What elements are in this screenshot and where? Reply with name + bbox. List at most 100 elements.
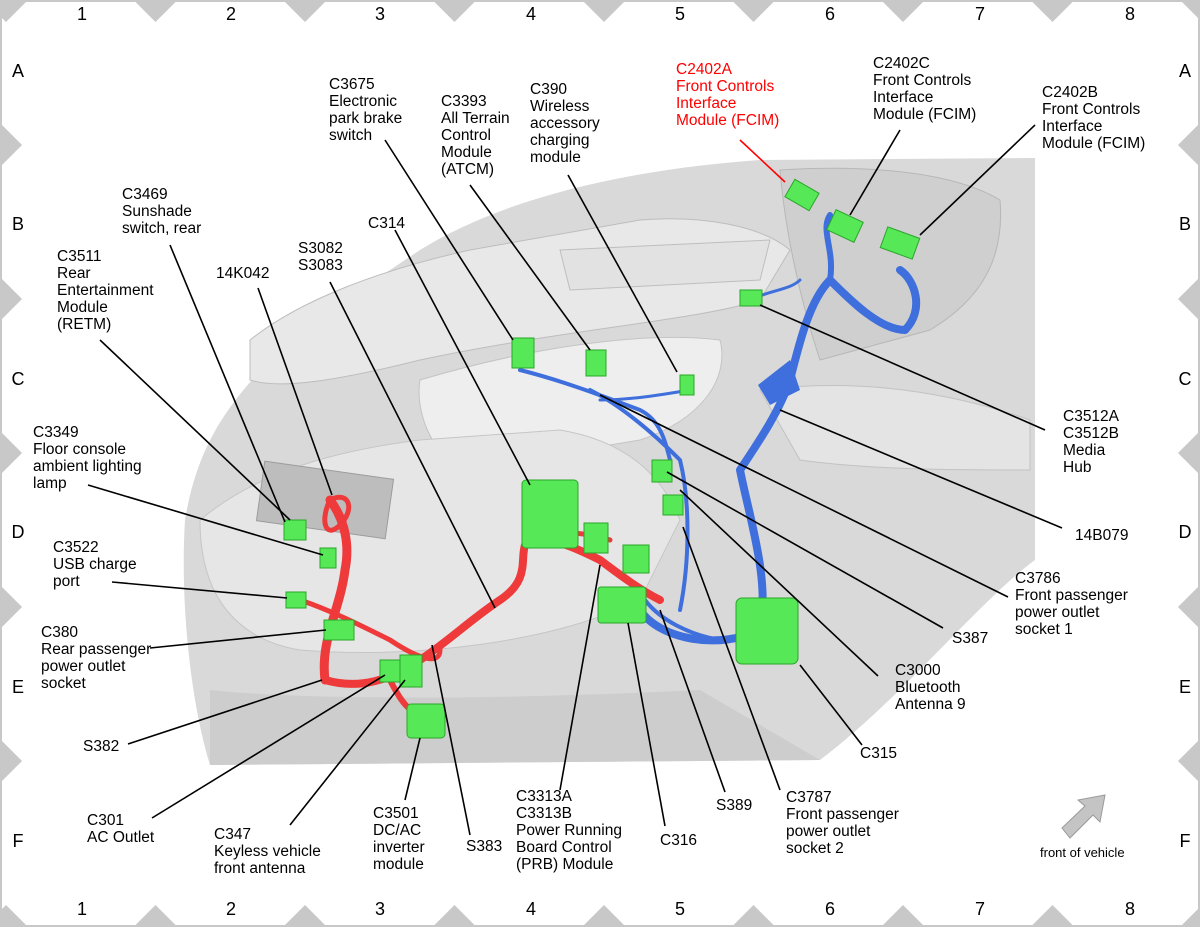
grid-col-top-5: 5 [674, 4, 685, 24]
frame-marker-bottom [731, 905, 776, 927]
label-c2402a: C2402A Front Controls Interface Module (… [676, 61, 780, 129]
label-s383: S383 [466, 838, 503, 855]
frame-marker-top [1030, 0, 1075, 22]
label-c380: C380 Rear passenger power outlet socket [41, 624, 152, 692]
connector-c2402b [879, 226, 921, 260]
label-c3675: C3675 Electronic park brake switch [329, 76, 403, 144]
label-c314: C314 [368, 215, 406, 232]
grid-col-bottom-6: 6 [824, 899, 835, 919]
connector-c3000 [735, 597, 799, 665]
grid-col-top-6: 6 [824, 4, 835, 24]
connector-c3313b [622, 544, 650, 574]
frame-marker-bottom [0, 905, 28, 927]
label-c301: C301 AC Outlet [87, 812, 155, 846]
label-c2402c: C2402C Front Controls Interface Module (… [873, 55, 977, 123]
label-c316: C316 [660, 832, 698, 849]
frame-marker-top [731, 0, 776, 22]
grid-row-right-c: C [1178, 369, 1192, 389]
connector-c390 [679, 374, 695, 396]
label-c3349: C3349 Floor console ambient lighting lam… [33, 424, 142, 492]
frame-marker-bottom [432, 905, 477, 927]
connector-c3313a [583, 522, 609, 554]
connector-c3512 [739, 289, 763, 307]
grid-col-bottom-5: 5 [674, 899, 685, 919]
connector-c3393 [585, 349, 607, 377]
label-c3501: C3501 DC/AC inverter module [373, 805, 425, 873]
label-s389: S389 [716, 797, 753, 814]
frame-marker-right [1178, 739, 1200, 783]
label-c3787: C3787 Front passenger power outlet socke… [786, 789, 899, 857]
grid-row-left-c: C [11, 369, 25, 389]
connector-c2402a [784, 178, 820, 212]
label-c2402b: C2402B Front Controls Interface Module (… [1042, 84, 1146, 152]
label-c3469: C3469 Sunshade switch, rear [122, 186, 202, 237]
frame-marker-bottom [133, 905, 178, 927]
grid-col-top-7: 7 [974, 4, 985, 24]
grid-row-right-a: A [1178, 61, 1191, 81]
label-s3082-s3083: S3082 S3083 [298, 240, 343, 274]
label-c3511: C3511 Rear Entertainment Module (RETM) [57, 248, 154, 333]
label-s387: S387 [952, 630, 989, 647]
leader-lines [87, 124, 1063, 836]
frame-marker-top [432, 0, 477, 22]
label-14k042: 14K042 [216, 265, 270, 282]
grid-col-top-2: 2 [225, 4, 236, 24]
grid-col-bottom-7: 7 [974, 899, 985, 919]
connector-c380 [323, 619, 355, 641]
frame-marker-top [881, 0, 925, 22]
frame-marker-bottom [283, 905, 327, 927]
grid-col-bottom-4: 4 [525, 899, 536, 919]
grid-row-right-b: B [1178, 214, 1191, 234]
frame-marker-left [0, 585, 22, 629]
label-c390: C390 Wireless accessory charging module [530, 81, 600, 166]
connector-c347 [399, 654, 423, 688]
label-c3313: C3313A C3313B Power Running Board Contro… [516, 788, 622, 873]
front-of-vehicle-arrow-icon [1061, 794, 1106, 839]
frame-marker-top [0, 0, 28, 22]
frame-marker-bottom [1180, 907, 1200, 927]
label-front-of-vehicle: front of vehicle [1040, 845, 1125, 860]
frame-marker-left [0, 739, 22, 783]
grid-col-top-4: 4 [525, 4, 536, 24]
grid-row-right-d: D [1178, 522, 1192, 542]
grid-row-left-b: B [11, 214, 24, 234]
label-c3522: C3522 USB charge port [53, 539, 137, 590]
frame-marker-right [1178, 123, 1200, 167]
frame-marker-left [0, 123, 22, 167]
frame-marker-top [133, 0, 178, 22]
grid-col-top-8: 8 [1124, 4, 1135, 24]
connector-c3501 [406, 703, 446, 739]
connector-c3469 [283, 519, 307, 541]
connectors [283, 178, 921, 739]
grid-row-left-a: A [11, 61, 24, 81]
connector-c301 [379, 659, 403, 683]
frame-marker-right [1178, 585, 1200, 629]
grid-col-bottom-8: 8 [1124, 899, 1135, 919]
frame-marker-bottom [582, 905, 626, 927]
frame-marker-right [1178, 277, 1200, 321]
label-14b079: 14B079 [1075, 527, 1129, 544]
label-c315: C315 [860, 745, 898, 762]
grid-row-left-d: D [11, 522, 25, 542]
frame-marker-left [0, 431, 22, 475]
label-c3512: C3512A C3512B Media Hub [1063, 408, 1120, 476]
frame-marker-top [582, 0, 626, 22]
label-c3393: C3393 All Terrain Control Module (ATCM) [441, 93, 510, 178]
label-c347: C347 Keyless vehicle front antenna [214, 826, 321, 877]
grid-col-bottom-3: 3 [374, 899, 385, 919]
connector-c3349 [319, 547, 337, 569]
frame-marker-top [283, 0, 327, 22]
grid-col-bottom-1: 1 [76, 899, 87, 919]
grid-row-left-e: E [11, 677, 24, 697]
connector-c314 [521, 479, 579, 549]
grid-col-top-3: 3 [374, 4, 385, 24]
grid-row-right-e: E [1178, 677, 1191, 697]
frame-marker-left [0, 277, 22, 321]
connector-c3675 [511, 337, 535, 369]
label-c3000: C3000 Bluetooth Antenna 9 [895, 662, 966, 713]
frame-marker-bottom [881, 905, 925, 927]
connector-c2402c [826, 209, 864, 243]
connector-c3522 [285, 591, 307, 609]
